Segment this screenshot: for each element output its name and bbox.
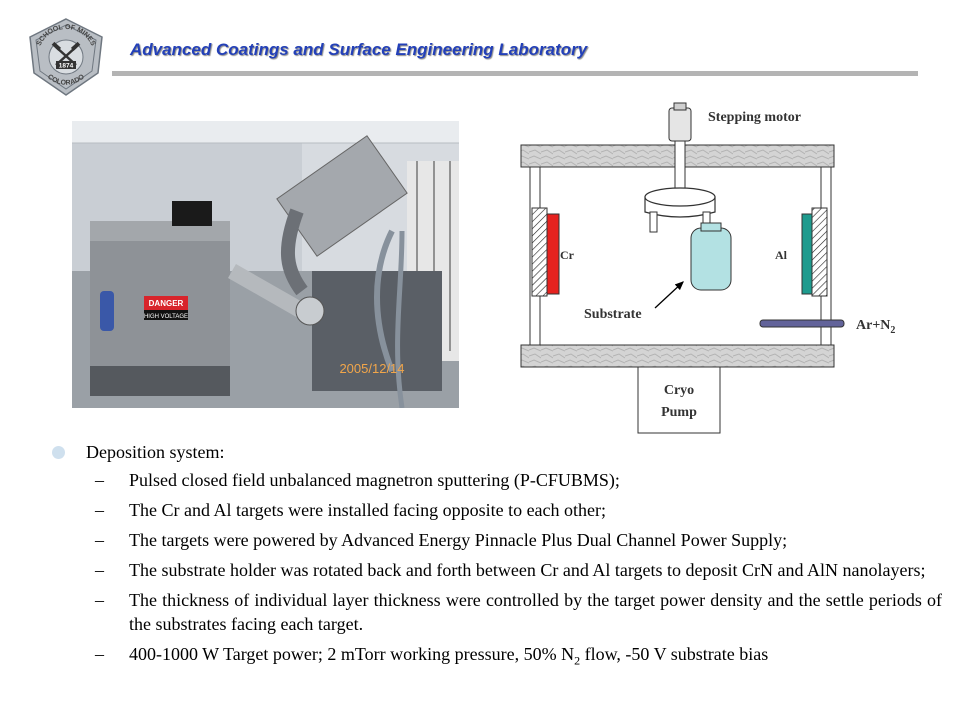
stepping-motor-body [668,107,692,142]
substrate [690,227,732,291]
gas-inlet-label: Ar+N2 [856,318,895,336]
al-label: Al [775,248,788,262]
chamber-bottom-plate [520,344,835,368]
cr-label: Cr [560,248,575,262]
cryo-pump-label-line2: Pump [661,405,697,420]
substrate-label: Substrate [584,307,642,322]
sub-item: –Pulsed closed field unbalanced magnetro… [95,470,620,490]
svg-text:1874: 1874 [59,63,74,70]
cryo-pump [637,366,721,434]
svg-text:DANGER: DANGER [149,299,184,308]
lab-title: Advanced Coatings and Surface Engineerin… [130,40,588,59]
cr-magnetron [531,207,548,297]
sub-item: –The substrate holder was rotated back a… [95,560,926,580]
substrate-pointer-arrow [654,281,684,309]
cryo-pump-label-line1: Cryo [664,383,694,398]
date-stamp: 2005/12/14 [339,361,404,376]
school-seal-logo: SCHOOL OF MINES COLORADO 1874 [29,18,103,96]
gas-inlet-tube [759,319,845,328]
sub-item: –The targets were powered by Advanced En… [95,530,788,550]
sub-item: –The Cr and Al targets were installed fa… [95,500,607,520]
header-divider [112,71,918,76]
cr-target [546,213,560,295]
sub-item: –The thickness of individual layer thick… [95,590,942,634]
sub-item-last: –400-1000 W Target power; 2 mTorr workin… [95,644,769,668]
al-magnetron [811,207,828,297]
bullet-main: Deposition system: [52,440,942,464]
bullet-dot-icon [52,446,65,459]
deposition-system-photo: DANGER HIGH VOLTAGE 2005/12/14 [72,121,459,408]
chamber-schematic: Stepping motor Cr Al Substrate Ar+N2 Cry… [520,102,895,434]
al-target [801,213,813,295]
svg-text:HIGH VOLTAGE: HIGH VOLTAGE [144,314,188,320]
stepping-motor-label: Stepping motor [708,110,801,125]
content-bullets: Deposition system: –Pulsed closed field … [52,440,942,679]
